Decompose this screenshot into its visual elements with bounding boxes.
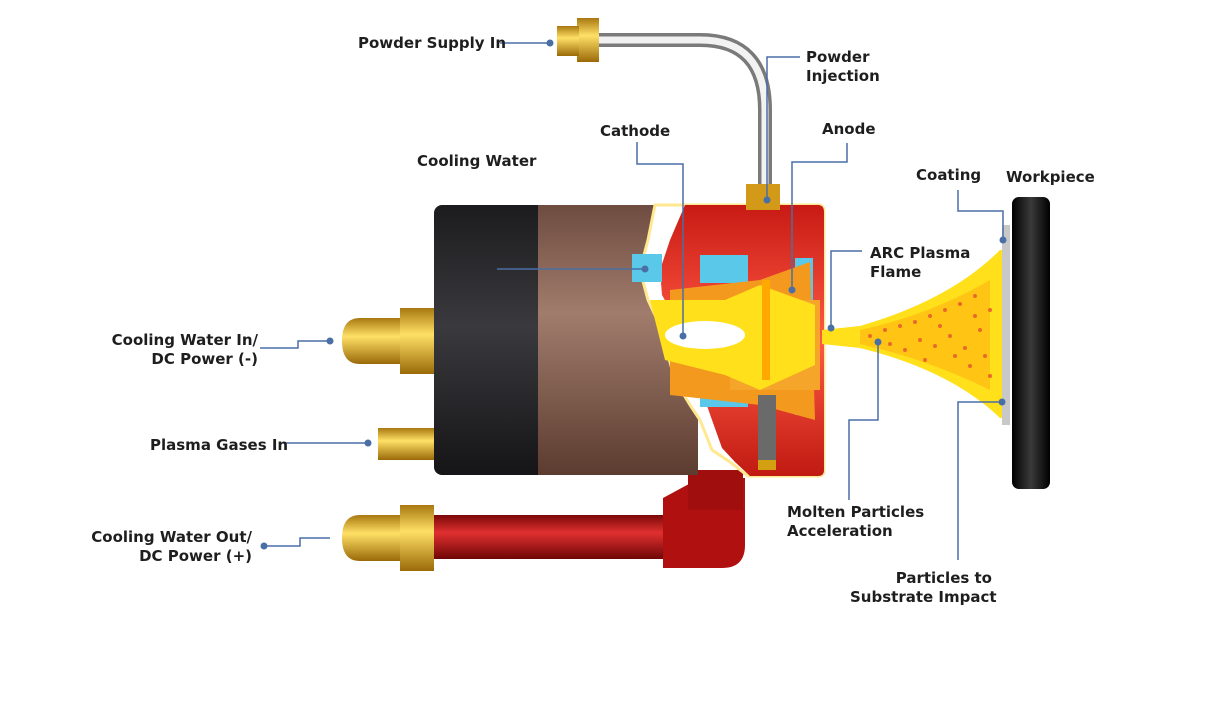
label-particles-impact-line2: Substrate Impact bbox=[850, 588, 997, 606]
label-powder-supply-in: Powder Supply In bbox=[358, 34, 507, 52]
label-arc-plasma-flame: ARC Plasma Flame bbox=[870, 244, 970, 282]
torch-cutaway bbox=[632, 203, 826, 478]
label-cooling-water: Cooling Water bbox=[417, 152, 537, 170]
label-cooling-water-out: Cooling Water Out/ DC Power (+) bbox=[82, 528, 252, 566]
label-powder-injection: Powder Injection bbox=[806, 48, 880, 86]
label-anode: Anode bbox=[822, 120, 876, 138]
label-powder-injection-line1: Powder bbox=[806, 48, 870, 66]
label-plasma-gases-in: Plasma Gases In bbox=[150, 436, 289, 454]
label-workpiece: Workpiece bbox=[1006, 168, 1095, 186]
label-molten-particles-line2: Acceleration bbox=[787, 522, 893, 540]
label-arc-plasma-line1: ARC Plasma bbox=[870, 244, 971, 262]
leader-lines bbox=[260, 42, 1004, 560]
label-coating: Coating bbox=[916, 166, 982, 184]
label-cathode: Cathode bbox=[600, 122, 671, 140]
label-particles-impact-line1: Particles to bbox=[895, 569, 992, 587]
workpiece bbox=[1002, 197, 1050, 489]
leader-dots bbox=[260, 39, 1007, 550]
label-particles-impact: Particles to Substrate Impact bbox=[850, 569, 997, 607]
label-cooling-water-out-line2: DC Power (+) bbox=[139, 547, 252, 565]
cooling-water-in-fitting bbox=[342, 308, 434, 374]
plasma-flame bbox=[822, 250, 1005, 418]
cooling-water-out-hose bbox=[428, 470, 745, 568]
label-molten-particles: Molten Particles Acceleration bbox=[787, 503, 924, 541]
label-powder-injection-line2: Injection bbox=[806, 67, 880, 85]
label-cooling-water-in: Cooling Water In/ DC Power (-) bbox=[100, 331, 258, 369]
powder-supply-pipe bbox=[557, 18, 780, 210]
label-cooling-water-out-line1: Cooling Water Out/ bbox=[91, 528, 252, 546]
label-arc-plasma-line2: Flame bbox=[870, 263, 922, 281]
cooling-water-out-fitting bbox=[342, 505, 434, 571]
plasma-gases-in-fitting bbox=[378, 428, 434, 460]
label-molten-particles-line1: Molten Particles bbox=[787, 503, 925, 521]
label-cooling-water-in-line1: Cooling Water In/ bbox=[111, 331, 258, 349]
label-cooling-water-in-line2: DC Power (-) bbox=[151, 350, 258, 368]
